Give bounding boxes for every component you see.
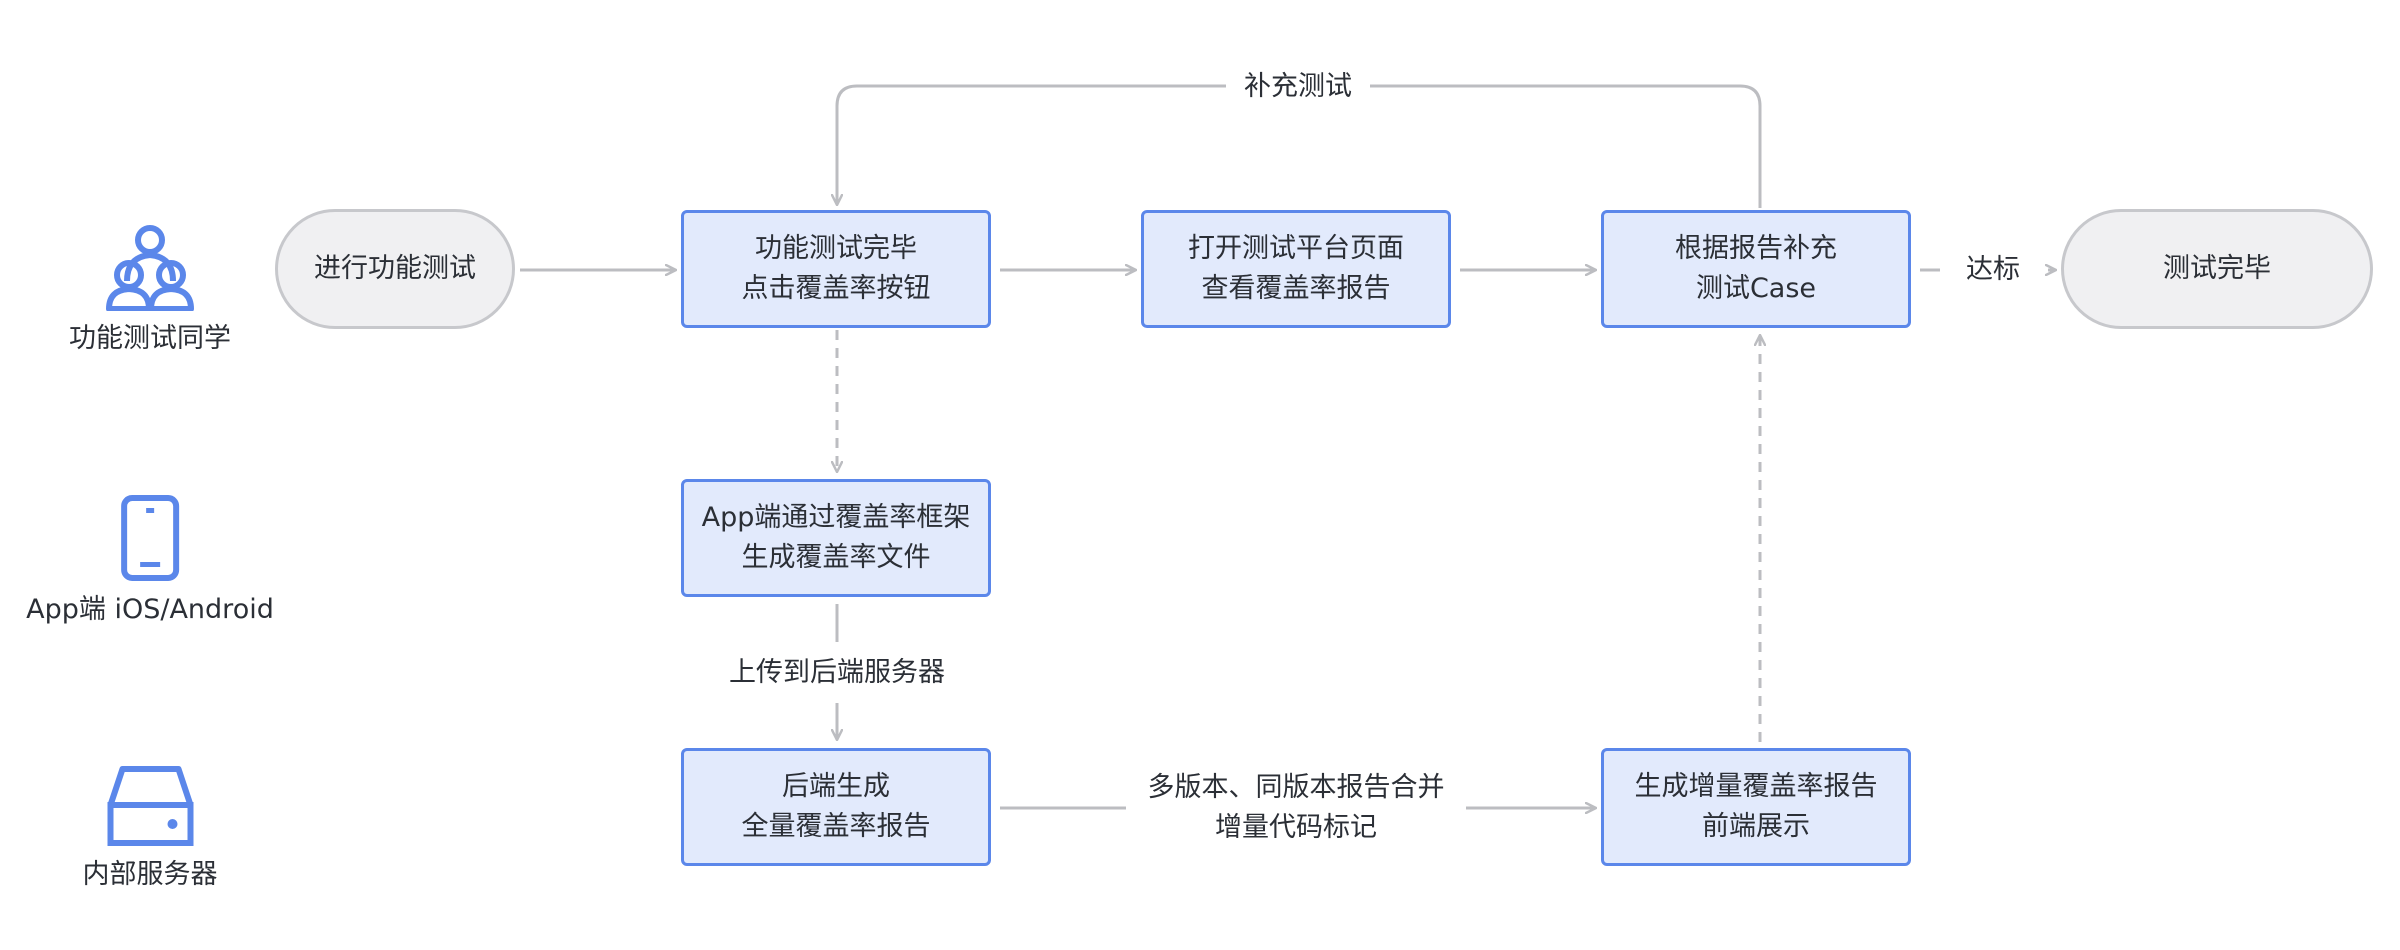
edge-label-merge-line1: 多版本、同版本报告合并: [1147, 772, 1445, 803]
node-finish-text: 测试完毕: [2163, 253, 2271, 284]
node-finish: 测试完毕: [2061, 209, 2373, 329]
edge-label-upload: 上传到后端服务器: [723, 653, 951, 693]
node-start: 进行功能测试: [275, 209, 515, 329]
edge-loop-supplement-test: [837, 84, 1762, 208]
node-incremental-line2: 前端展示: [1702, 811, 1810, 842]
lane-label-app: App端 iOS/Android: [26, 594, 274, 625]
node-app-generate-line1: App端通过覆盖率框架: [701, 502, 971, 533]
lane-label-server: 内部服务器: [82, 859, 218, 890]
node-supplement-case-line2: 测试Case: [1695, 273, 1817, 304]
node-backend-full: 后端生成 全量覆盖率报告: [681, 748, 991, 866]
lane-app: App端 iOS/Android: [26, 494, 274, 628]
phone-icon: [121, 495, 179, 581]
node-open-platform: 打开测试平台页面 查看覆盖率报告: [1141, 210, 1451, 328]
edge-label-merge: 多版本、同版本报告合并 增量代码标记: [1133, 768, 1459, 848]
node-app-generate: App端通过覆盖率框架 生成覆盖率文件: [681, 479, 991, 597]
node-backend-full-line2: 全量覆盖率报告: [741, 811, 931, 842]
node-incremental-line1: 生成增量覆盖率报告: [1634, 771, 1878, 802]
node-supplement-case-line1: 根据报告补充: [1675, 233, 1837, 264]
lane-label-tester: 功能测试同学: [69, 323, 231, 354]
lane-tester: 功能测试同学: [69, 225, 231, 357]
node-test-done-line2: 点击覆盖率按钮: [741, 273, 931, 304]
edge-label-reach: 达标: [1960, 250, 2026, 290]
node-test-done: 功能测试完毕 点击覆盖率按钮: [681, 210, 991, 328]
edge-label-merge-line2: 增量代码标记: [1215, 812, 1377, 843]
node-test-done-line1: 功能测试完毕: [755, 233, 917, 264]
server-icon: [107, 766, 193, 846]
node-incremental: 生成增量覆盖率报告 前端展示: [1601, 748, 1911, 866]
node-backend-full-line1: 后端生成: [782, 771, 890, 802]
edge-label-loop: 补充测试: [1230, 67, 1366, 107]
node-supplement-case: 根据报告补充 测试Case: [1601, 210, 1911, 328]
lane-server: 内部服务器: [83, 765, 218, 893]
node-open-platform-line1: 打开测试平台页面: [1188, 233, 1404, 264]
node-open-platform-line2: 查看覆盖率报告: [1201, 273, 1391, 304]
node-start-text: 进行功能测试: [314, 253, 476, 284]
node-app-generate-line2: 生成覆盖率文件: [741, 542, 931, 573]
users-icon: [106, 225, 194, 311]
